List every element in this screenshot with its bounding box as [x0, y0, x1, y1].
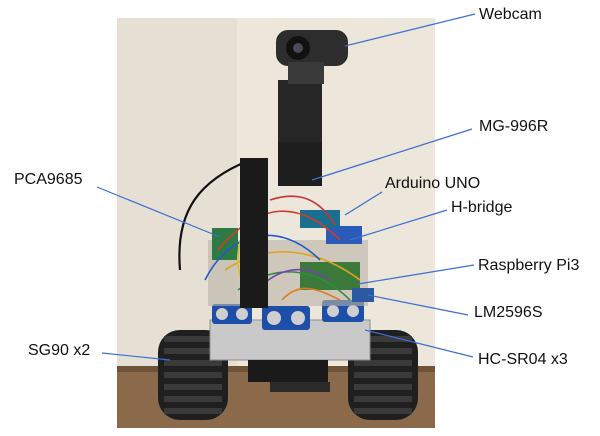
label-sg90: SG90 x2 — [28, 342, 91, 359]
leader-lm2596 — [367, 294, 469, 316]
label-arduino-uno: Arduino UNO — [385, 175, 481, 192]
leader-webcam — [344, 13, 476, 47]
leader-mg996r — [311, 128, 473, 181]
label-raspberry-pi3: Raspberry Pi3 — [478, 257, 580, 274]
chassis-bracket — [248, 360, 328, 382]
leader-arduino — [344, 191, 383, 216]
arduino-board — [300, 210, 340, 228]
label-pca9685: PCA9685 — [14, 171, 83, 188]
leader-pca9685 — [96, 186, 221, 238]
label-lm2596s: LM2596S — [474, 304, 543, 321]
leader-raspberry — [357, 264, 475, 285]
label-h-bridge: H-bridge — [451, 199, 513, 216]
camera-stalk — [278, 80, 322, 142]
label-hc-sr04: HC-SR04 x3 — [478, 351, 568, 368]
leader-hbridge — [349, 209, 448, 241]
webcam-device — [276, 30, 348, 84]
lm2596-board — [352, 288, 374, 302]
leader-hcsr04 — [364, 329, 474, 358]
hbridge-board — [326, 226, 362, 244]
mg996r-servo — [278, 136, 322, 186]
label-webcam: Webcam — [479, 6, 542, 23]
mast-bracket — [240, 158, 268, 308]
leader-sg90 — [101, 352, 171, 361]
leader-lines — [96, 13, 476, 361]
raspberry-board — [300, 262, 360, 290]
label-mg996r: MG-996R — [479, 118, 549, 135]
rear-servo-block — [270, 382, 330, 392]
